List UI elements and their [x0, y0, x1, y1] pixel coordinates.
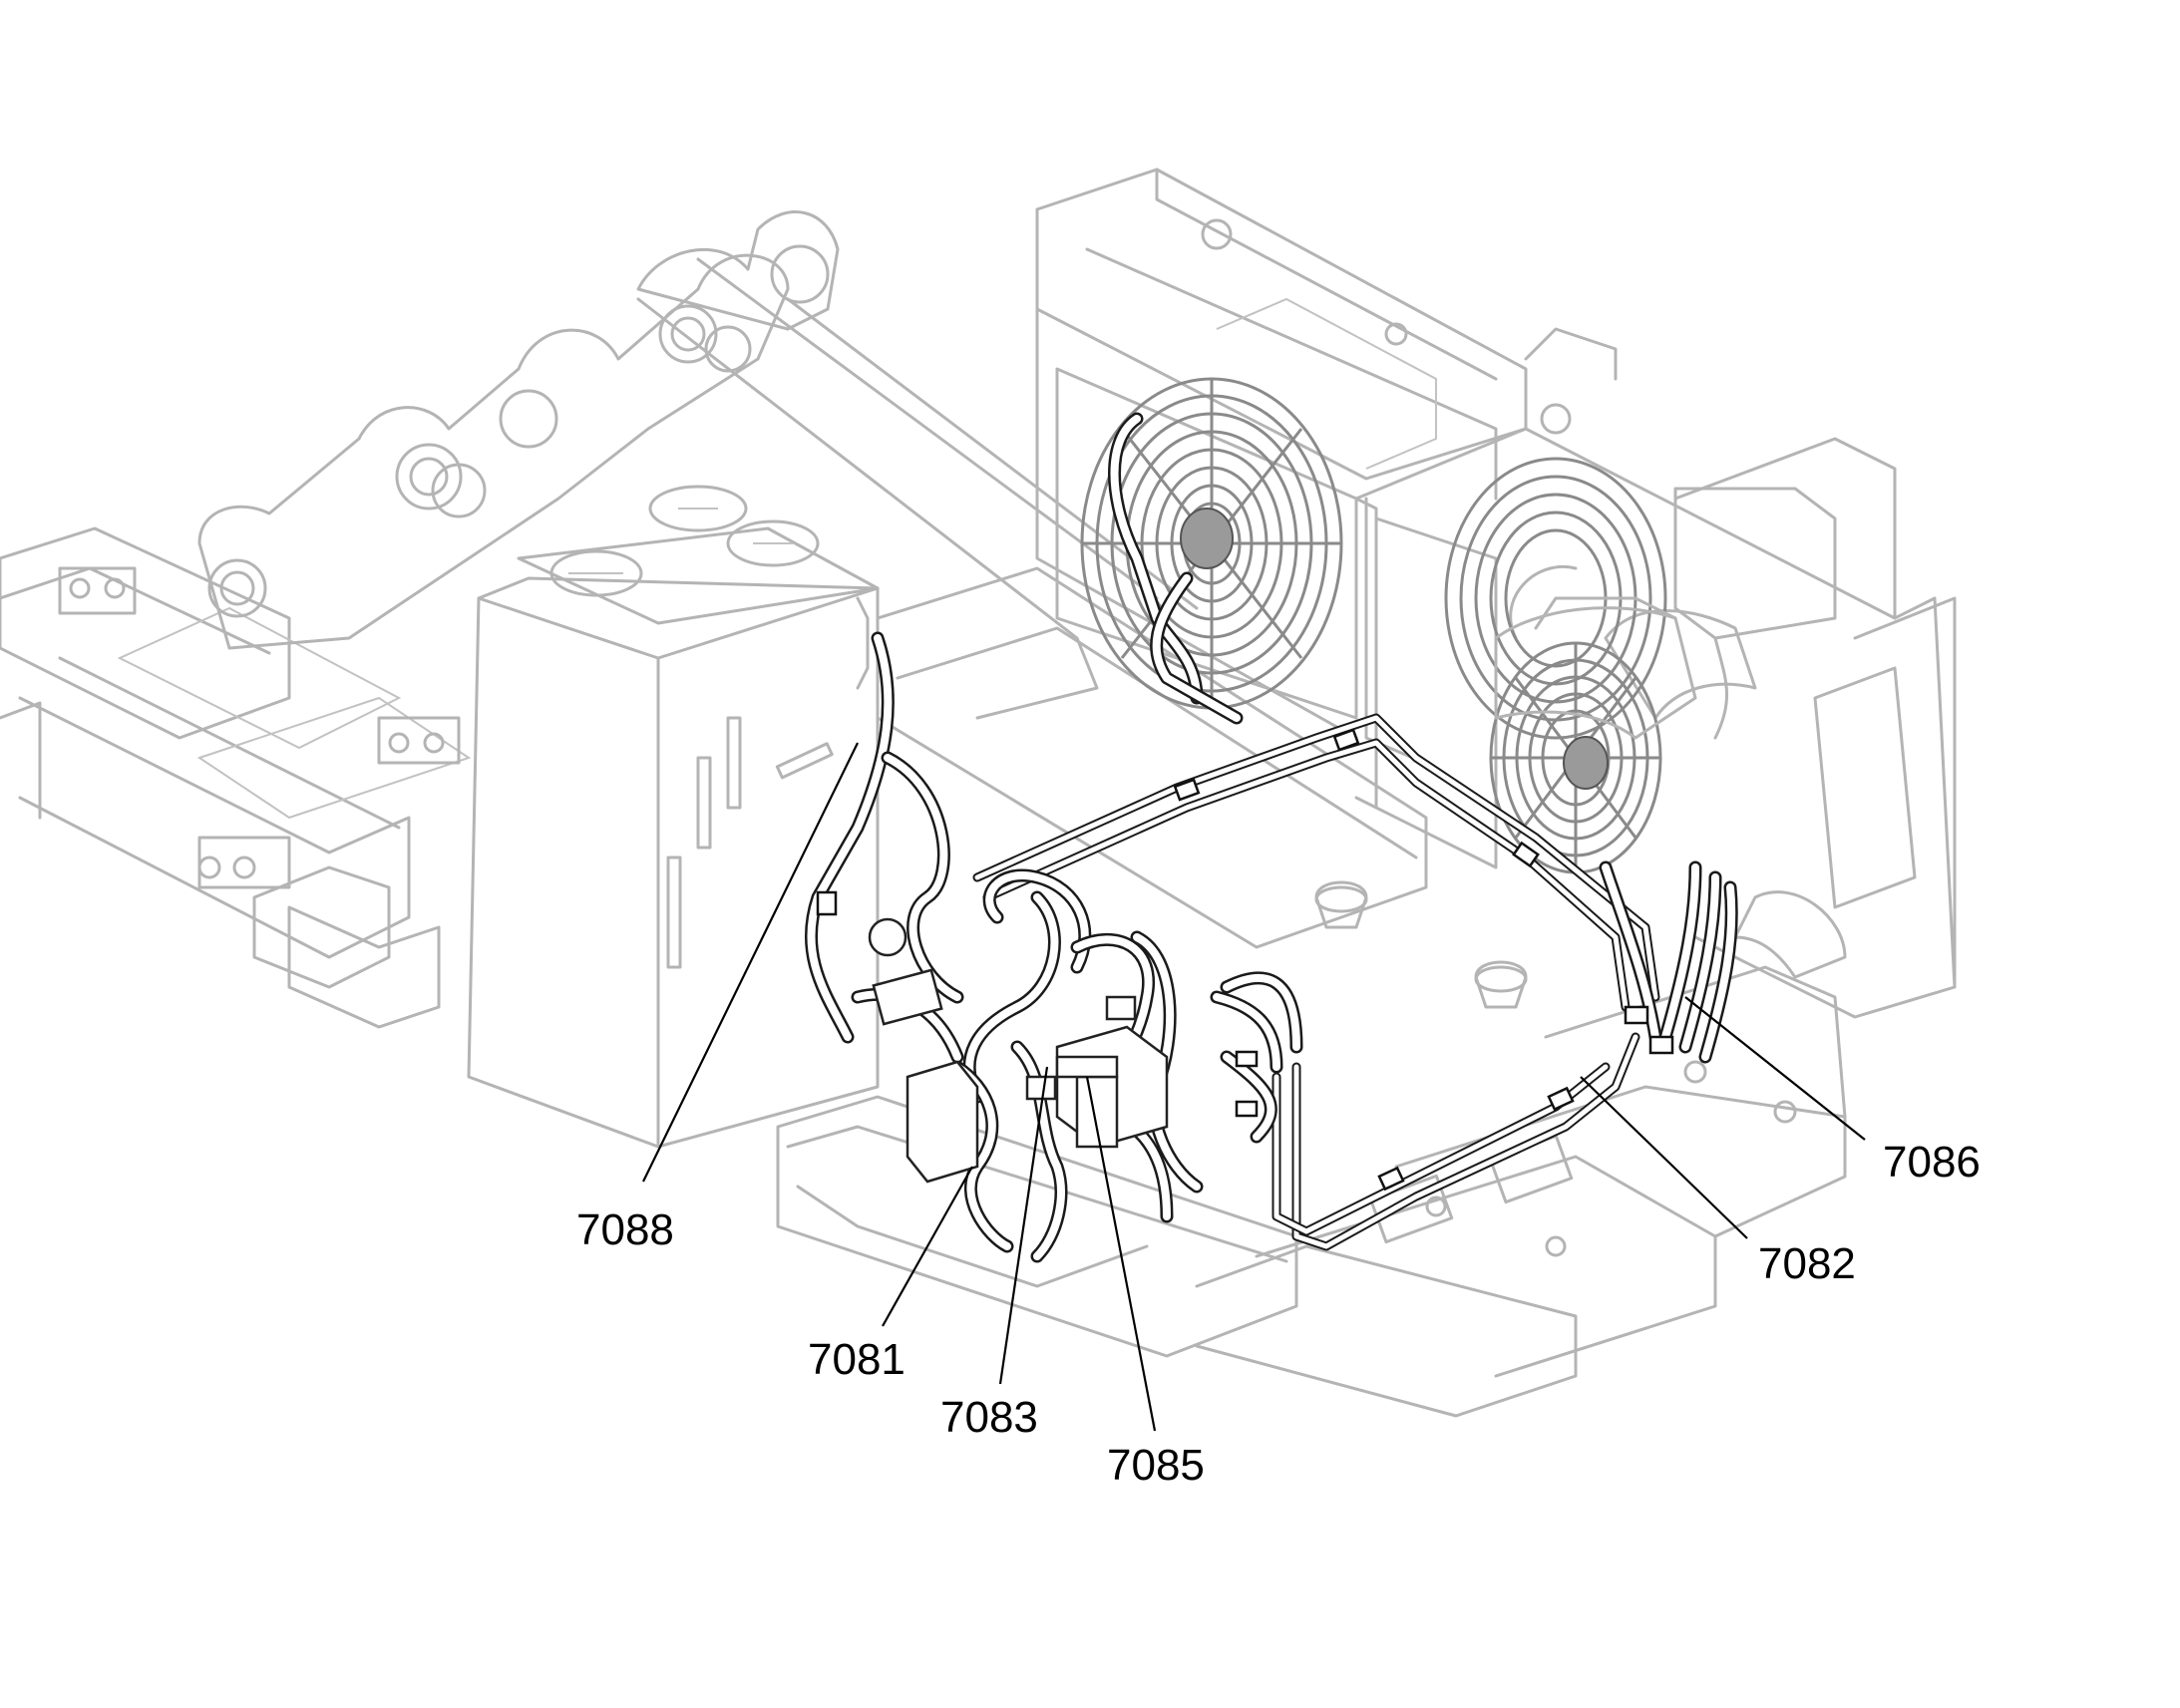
- callout-7082: 7082: [1758, 1239, 1856, 1288]
- leader-lines: [642, 742, 1866, 1432]
- leader-7082: [1580, 1076, 1748, 1239]
- leader-7086: [1684, 996, 1866, 1141]
- hydraulic-hoses: [804, 412, 1738, 1263]
- callout-7085: 7085: [1107, 1441, 1205, 1490]
- pump-assembly: [868, 917, 1169, 1184]
- callout-7086: 7086: [1883, 1138, 1981, 1187]
- leader-7088: [642, 742, 859, 1183]
- callout-labels: 7088 7081 7083 7085 7082 7086: [576, 1138, 1981, 1490]
- leader-7081: [882, 1166, 973, 1327]
- callout-7083: 7083: [940, 1393, 1038, 1442]
- leader-7083: [998, 1066, 1049, 1385]
- callout-7081: 7081: [808, 1335, 906, 1384]
- callout-7088: 7088: [576, 1205, 674, 1254]
- machine-frame: [0, 168, 1957, 1418]
- leader-7085: [1085, 1076, 1157, 1432]
- rear-cooling-fan: [1489, 641, 1662, 874]
- front-cooling-fan: [1080, 377, 1343, 710]
- hose-clamps: [816, 728, 1674, 1192]
- upper-cooling-fan: [1444, 457, 1697, 740]
